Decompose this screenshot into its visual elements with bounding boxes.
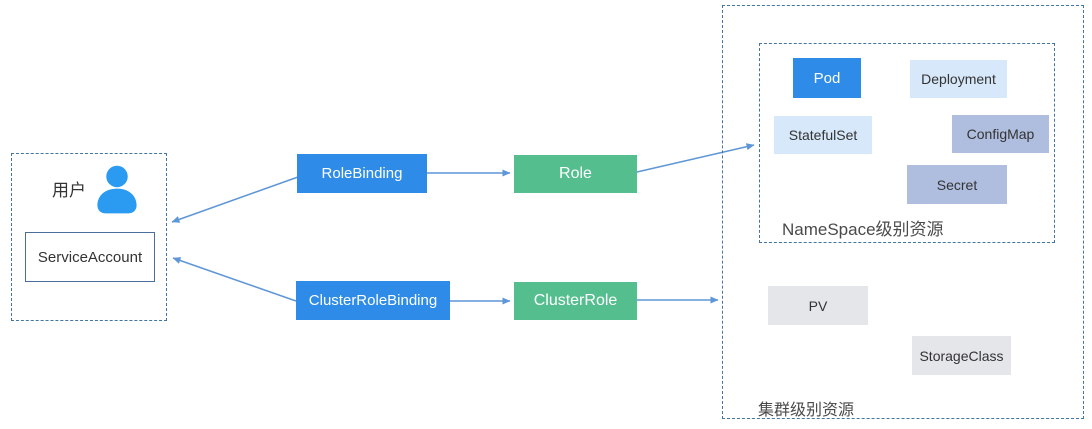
node-storageclass: StorageClass [912, 336, 1011, 375]
node-clusterrole: ClusterRole [514, 282, 637, 320]
node-pod: Pod [793, 58, 861, 98]
arrow-clusterrolebinding-to-serviceaccount [172, 257, 297, 302]
node-rolebinding: RoleBinding [297, 154, 427, 193]
node-pv: PV [768, 286, 868, 325]
arrow-rolebinding-to-user [171, 176, 299, 223]
cluster-group-title: 集群级别资源 [758, 402, 855, 419]
namespace-group-title: NameSpace级别资源 [782, 220, 944, 239]
user-label: 用户 [52, 181, 86, 200]
node-clusterrolebinding: ClusterRoleBinding [296, 281, 450, 320]
namespace-resources-box [759, 43, 1055, 243]
user-icon [97, 165, 137, 214]
user-group-box [11, 153, 167, 321]
cluster-resources-box [722, 5, 1084, 419]
node-statefulset: StatefulSet [774, 116, 872, 154]
node-configmap: ConfigMap [952, 115, 1049, 153]
node-secret: Secret [907, 165, 1007, 204]
node-serviceaccount: ServiceAccount [25, 232, 155, 282]
node-role: Role [514, 155, 637, 193]
node-deployment: Deployment [910, 60, 1007, 98]
